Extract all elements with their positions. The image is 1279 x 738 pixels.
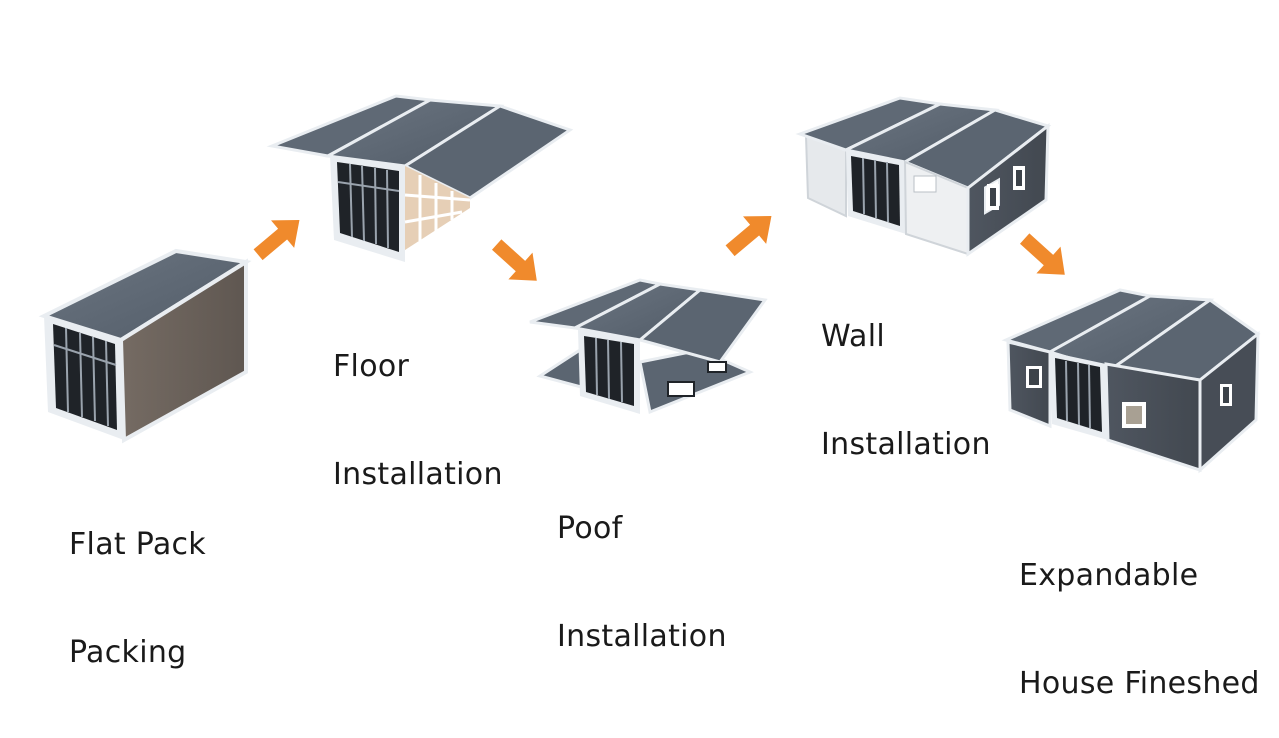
step-label-floor: Floor Installation	[333, 277, 503, 529]
step-label-line: Flat Pack	[69, 527, 206, 562]
flat-pack-container-illustration	[38, 248, 252, 444]
step-label-line: Floor	[333, 349, 410, 384]
step-label-line: House Fineshed	[1019, 666, 1260, 701]
process-diagram	[38, 94, 1261, 474]
step-label-line: Expandable	[1019, 558, 1199, 593]
step-label-line: Installation	[333, 457, 503, 492]
step-label-line: Poof	[557, 511, 623, 546]
step-label-roof: Poof Installation	[557, 439, 727, 691]
wall-installation-illustration	[795, 96, 1052, 257]
arrow-icon	[491, 239, 537, 281]
arrow-icon	[253, 220, 300, 261]
step-label-line: Installation	[821, 427, 991, 462]
floor-installation-illustration	[266, 94, 574, 262]
step-label-line: Packing	[69, 635, 187, 670]
arrow-icon	[1019, 233, 1065, 275]
arrow-icon	[725, 216, 772, 257]
step-label-wall: Wall Installation	[821, 247, 991, 499]
roof-installation-illustration	[529, 278, 768, 415]
finished-house-illustration	[1001, 288, 1261, 474]
step-label-line: Wall	[821, 319, 885, 354]
step-label-line: Installation	[557, 619, 727, 654]
step-label-finished: Expandable House Fineshed	[1019, 486, 1260, 738]
step-label-flat-pack: Flat Pack Packing	[69, 455, 206, 707]
